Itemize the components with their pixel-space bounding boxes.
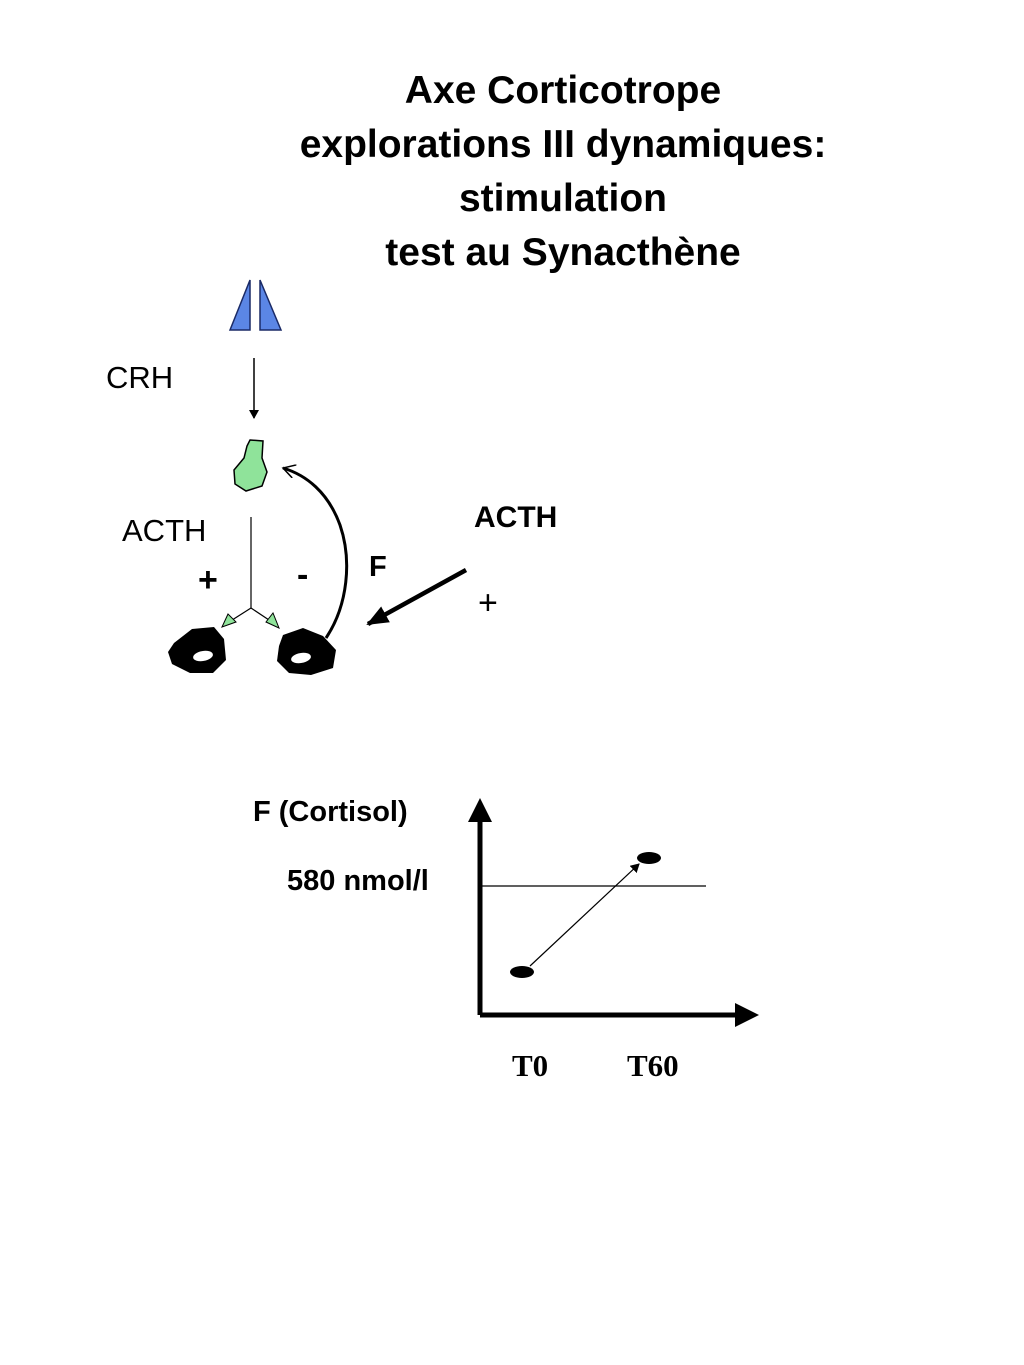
adrenal-gland-icon bbox=[277, 628, 336, 675]
hypothalamus-icon bbox=[228, 279, 283, 331]
title-line-2: explorations III dynamiques: bbox=[299, 123, 827, 166]
stimulation-plus-label: + bbox=[198, 561, 218, 599]
adrenal-gland-icon bbox=[168, 627, 226, 673]
crh-label: CRH bbox=[106, 360, 174, 395]
title-line-1: Axe Corticotrope bbox=[404, 69, 722, 112]
title-line-3: stimulation bbox=[458, 177, 667, 220]
exogenous-acth-label: ACTH bbox=[474, 501, 558, 534]
x-tick-t0: T0 bbox=[512, 1048, 549, 1083]
data-point-t0 bbox=[510, 966, 534, 978]
title-line-4: test au Synacthène bbox=[385, 231, 741, 274]
x-tick-t60: T60 bbox=[627, 1048, 679, 1083]
feedback-arrow bbox=[283, 468, 349, 639]
chart-y-label: F (Cortisol) bbox=[253, 796, 408, 828]
exogenous-plus-label: + bbox=[478, 584, 498, 622]
slide-title: Axe Corticotrope explorations III dynami… bbox=[230, 64, 896, 280]
acth-label: ACTH bbox=[122, 513, 207, 548]
acth-split-arrows bbox=[221, 517, 280, 629]
cortisol-f-label: F bbox=[369, 551, 387, 583]
data-point-t60 bbox=[637, 852, 661, 864]
cortisol-rise-arrow bbox=[529, 863, 640, 967]
chart-axes bbox=[468, 798, 759, 1027]
threshold-label: 580 nmol/l bbox=[287, 865, 429, 897]
exogenous-acth-arrow bbox=[366, 568, 468, 626]
feedback-minus-label: - bbox=[297, 556, 309, 594]
pituitary-icon bbox=[233, 439, 268, 492]
